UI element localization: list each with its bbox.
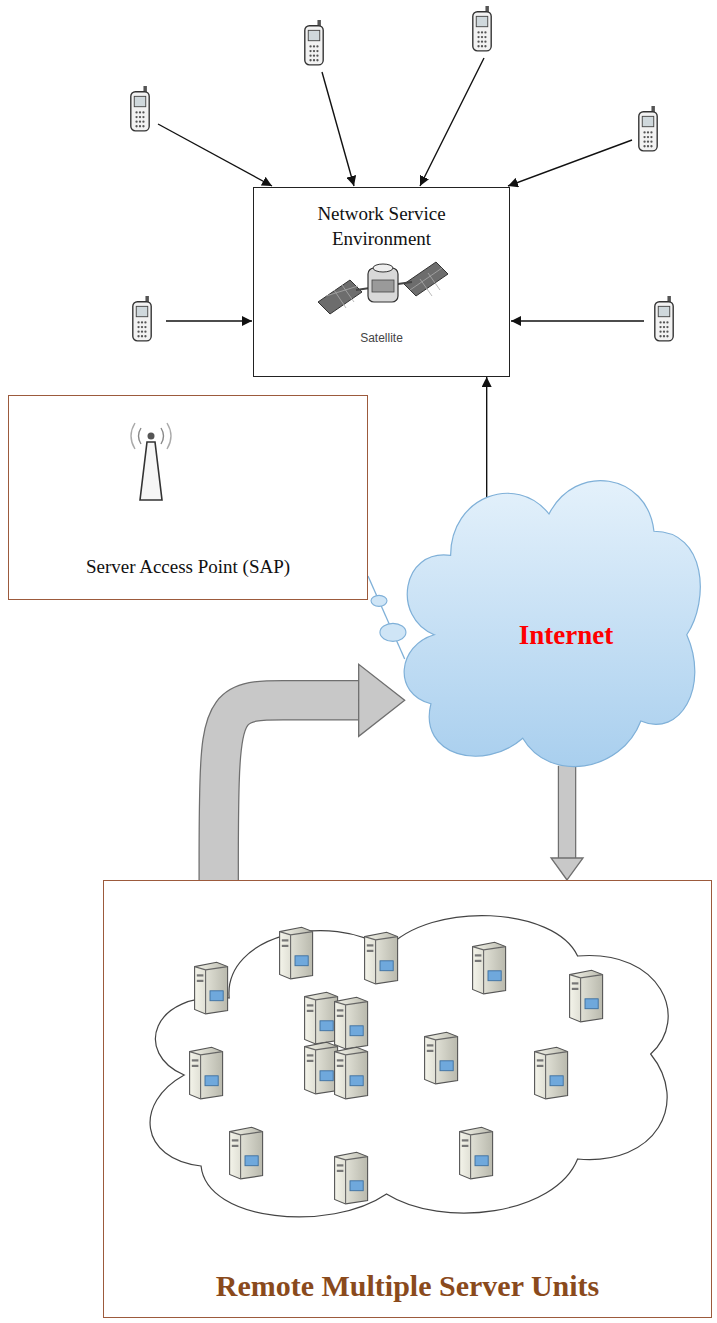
phone-arrows <box>158 58 644 321</box>
antenna-icon <box>131 423 171 500</box>
thought-bubble <box>371 595 387 606</box>
arrow-outline <box>219 700 361 880</box>
service-box: Network Service EnvironmentSatellite <box>253 187 510 377</box>
connector-line <box>486 377 487 500</box>
server-box: Remote Multiple Server Units <box>103 880 712 1318</box>
satellite-icon <box>318 262 448 314</box>
connector <box>219 664 405 880</box>
mobile-phones <box>131 6 673 341</box>
server-cloud <box>150 916 668 1217</box>
connector <box>368 576 406 659</box>
arrow-outline <box>558 766 577 860</box>
connector-line <box>368 576 405 659</box>
connector <box>486 377 487 500</box>
arrow-head <box>551 858 583 880</box>
arrow-head <box>359 664 405 736</box>
arrow-shaft <box>559 766 575 860</box>
box-label: Server Access Point (SAP) <box>86 555 290 579</box>
cloud-outline <box>385 445 713 790</box>
connector <box>551 766 583 880</box>
box-label: Internet <box>519 620 613 651</box>
icon-label: Satellite <box>360 331 403 345</box>
box-label: Network Service Environment <box>294 202 469 251</box>
access-point-box: Server Access Point (SAP) <box>8 395 368 600</box>
thought-bubble <box>380 623 406 641</box>
internet-cloud: Internet <box>385 445 713 790</box>
box-label: Remote Multiple Server Units <box>216 1269 600 1303</box>
arrow-shaft <box>219 700 361 880</box>
